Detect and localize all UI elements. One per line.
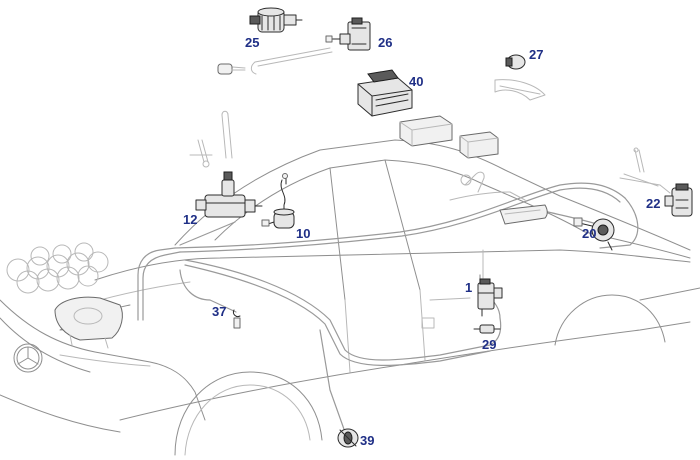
part-25-actuator [249,7,303,33]
vacuum-lines [137,182,639,433]
engine-air-cleaner [54,296,123,349]
upper-left-tube [221,110,233,159]
part-40-control-unit [357,69,413,117]
part-37-clip [233,309,241,329]
callout-20: 20 [582,226,596,241]
part-39-vacuum-reservoir [337,428,359,448]
car-body-outline [0,139,700,456]
part-12-valve-block [195,171,263,218]
callout-12: 12 [183,212,197,227]
callout-39: 39 [360,433,374,448]
part-27-connector [494,54,546,101]
left-fitting [189,139,213,168]
part-callout-labels: 25 26 27 40 22 20 12 10 1 29 37 39 [183,35,660,448]
callout-37: 37 [212,304,226,319]
callout-1: 1 [465,280,472,295]
part-29-check-valve [473,324,501,334]
relay-blocks [399,115,499,159]
part-1-vacuum-valve [477,278,503,317]
part-26-switch-valve [325,17,371,51]
part-22-actuator [664,183,693,217]
callout-10: 10 [296,226,310,241]
callout-25: 25 [245,35,259,50]
rear-shelf-detail [460,171,548,225]
linkage-rod [217,47,333,75]
callout-22: 22 [646,196,660,211]
callout-27: 27 [529,47,543,62]
part-10-door-lock-element [261,173,295,229]
right-fittings [619,147,671,194]
callout-26: 26 [378,35,392,50]
engine-intake-runners [6,242,109,294]
callout-40: 40 [409,74,423,89]
callout-29: 29 [482,337,496,352]
part-20-trunk-actuator [573,217,615,251]
mercedes-star-emblem [13,343,43,373]
